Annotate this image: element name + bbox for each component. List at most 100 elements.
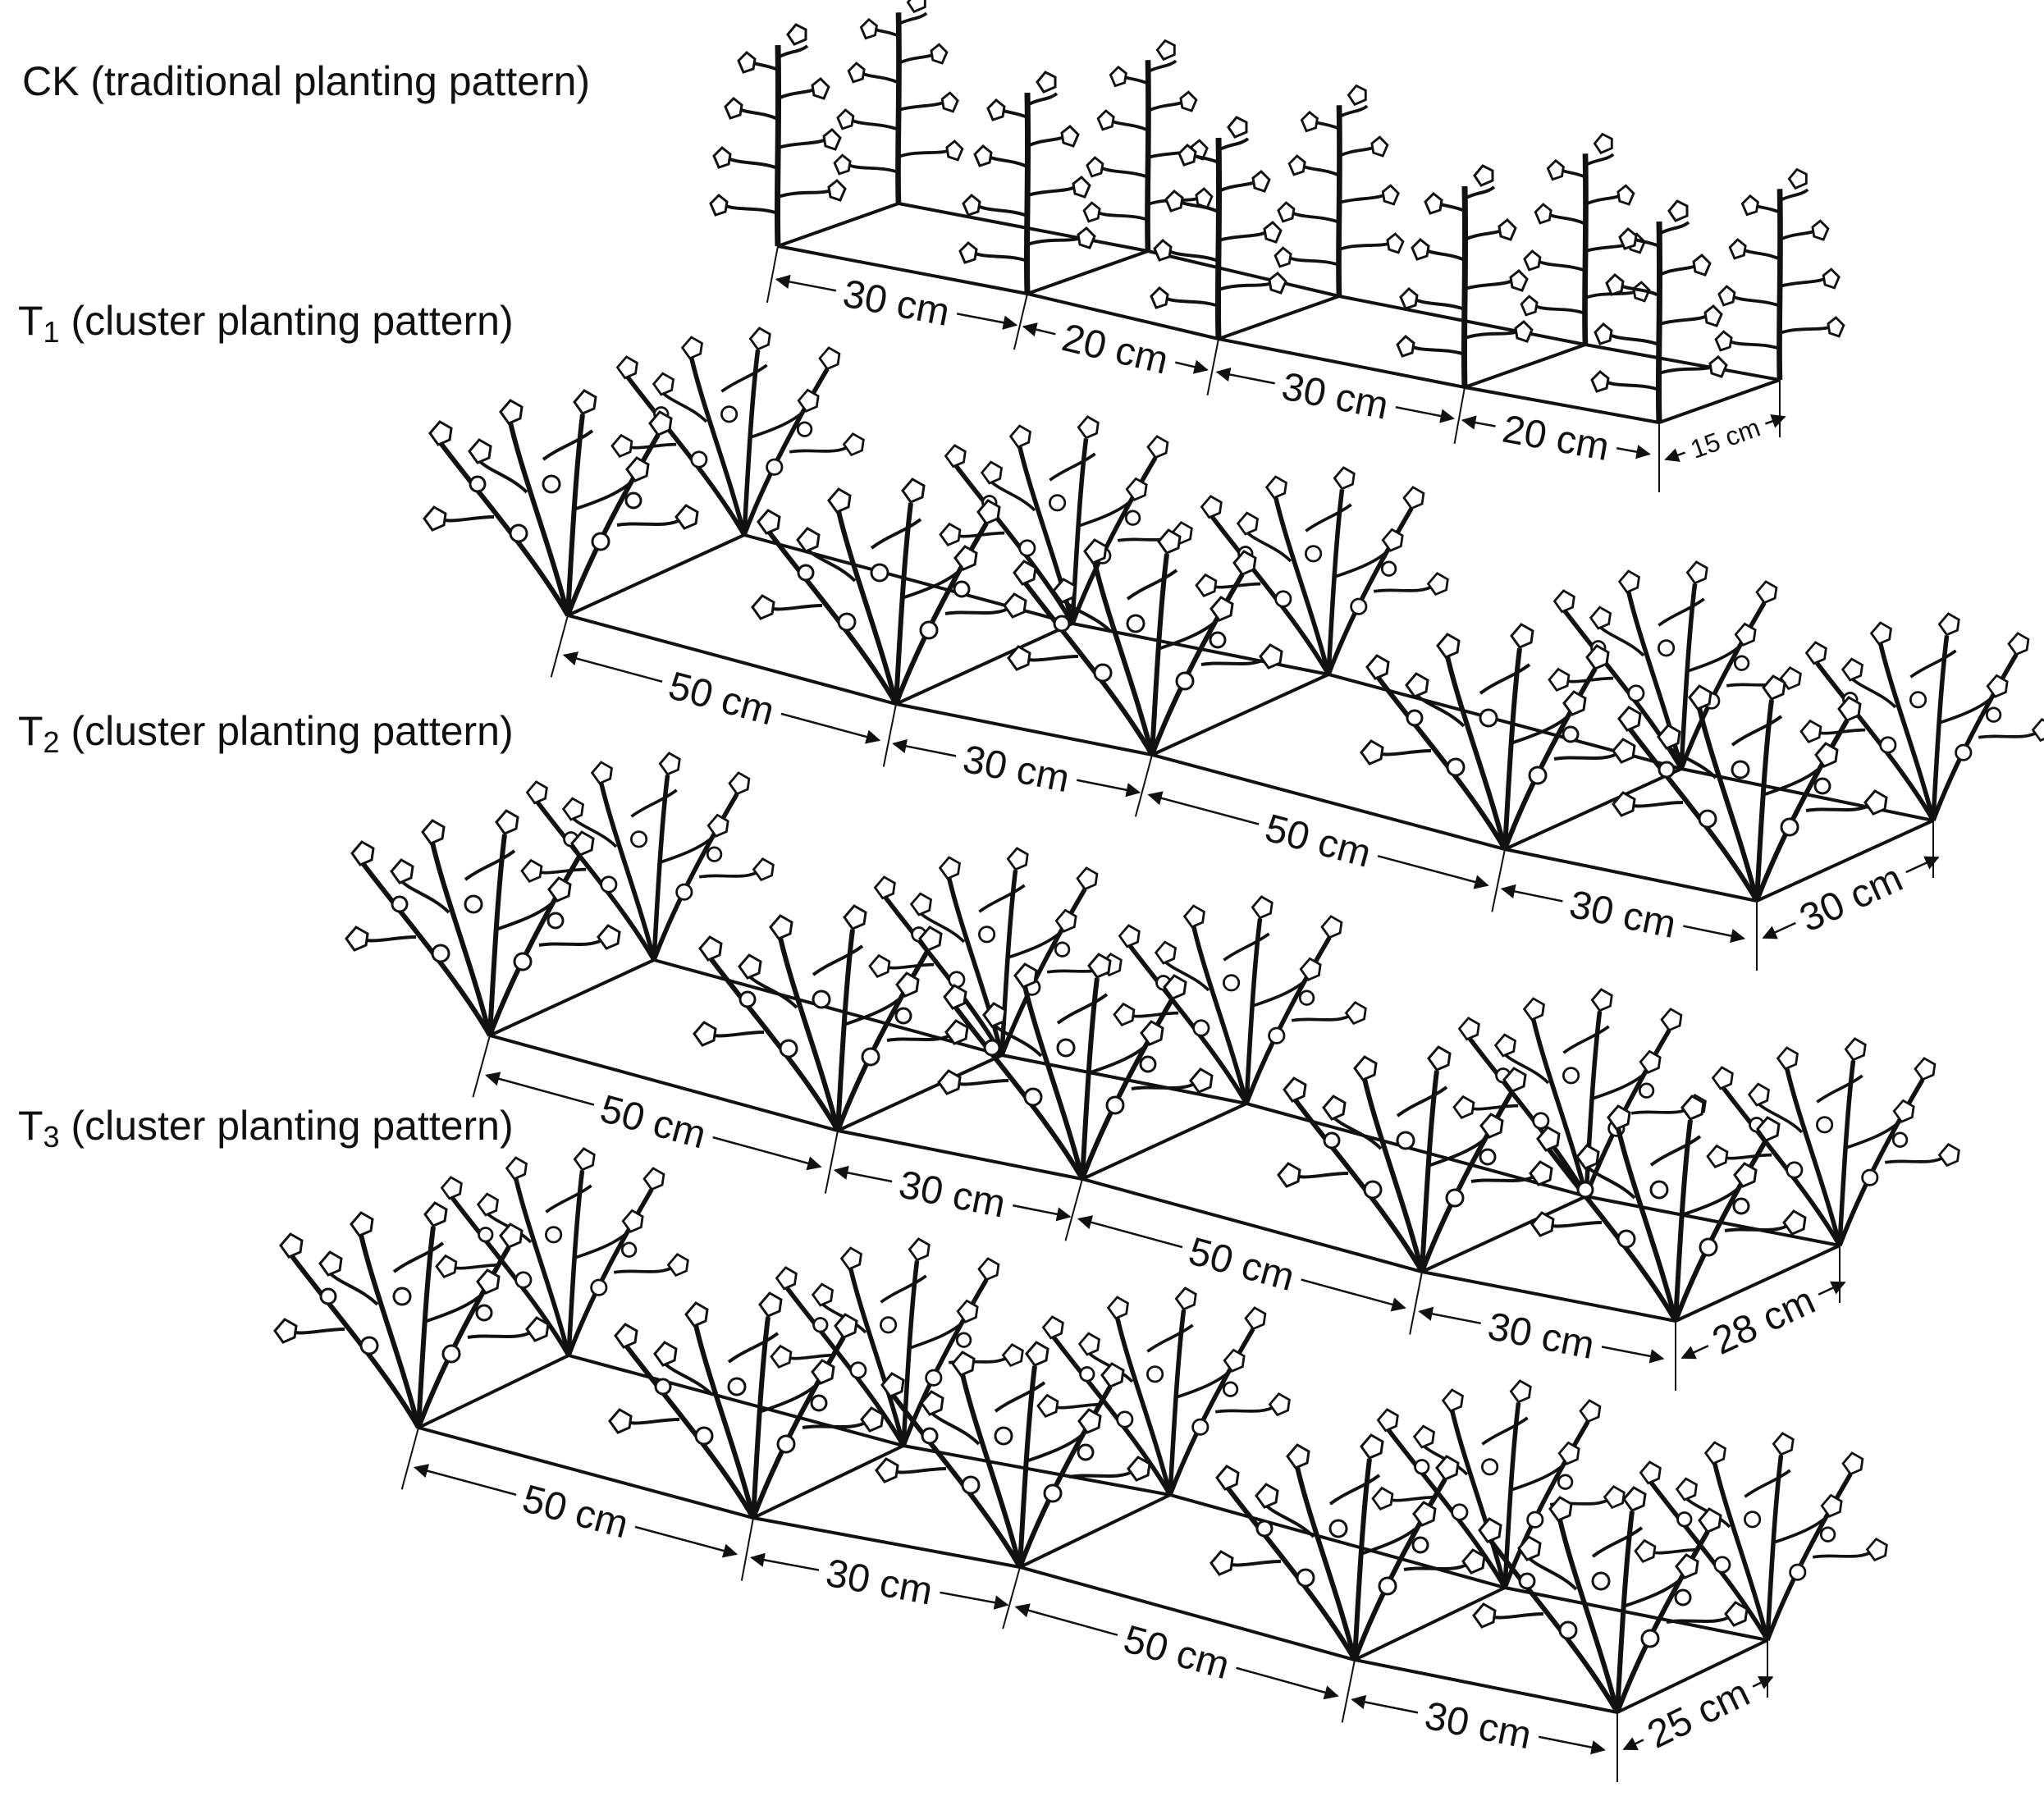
cross-tie-line bbox=[895, 622, 1073, 706]
dimension-label-bg bbox=[1049, 310, 1182, 386]
dimension-tick bbox=[550, 615, 569, 678]
upright-cotton-plant-icon bbox=[1275, 85, 1403, 296]
branched-cotton-cluster-icon bbox=[1801, 614, 2044, 820]
dimension-tick bbox=[766, 245, 779, 303]
dimension-label-bg bbox=[656, 657, 788, 738]
dimension-tick bbox=[400, 1427, 419, 1490]
dimension-label-bg bbox=[1413, 1688, 1544, 1762]
branched-cotton-cluster-icon bbox=[1114, 897, 1365, 1104]
dimension-tick bbox=[1341, 1659, 1356, 1723]
pattern-title-t3: T3 (cluster planting pattern) bbox=[18, 1103, 514, 1154]
branched-cotton-cluster-icon bbox=[1373, 1381, 1624, 1588]
upright-cotton-plant-icon bbox=[1716, 169, 1844, 380]
branched-cotton-cluster-icon bbox=[1613, 676, 1886, 901]
dimension-label-bg bbox=[887, 1157, 1018, 1230]
branched-cotton-cluster-icon bbox=[1038, 1288, 1289, 1495]
branched-cotton-cluster-icon bbox=[1211, 1435, 1484, 1660]
branched-cotton-cluster-icon bbox=[1361, 624, 1635, 849]
row-width-label: 30 cm bbox=[1794, 857, 1909, 941]
width-label-bg bbox=[1680, 409, 1771, 468]
branched-cotton-cluster-icon bbox=[771, 1239, 1022, 1446]
cross-tie-line bbox=[567, 533, 745, 617]
dimension-tick bbox=[1013, 293, 1028, 350]
branched-cotton-cluster-icon bbox=[610, 1293, 883, 1518]
back-row-line bbox=[743, 533, 1934, 822]
branched-cotton-cluster-icon bbox=[1008, 530, 1282, 755]
cross-tie-line bbox=[1081, 1102, 1247, 1181]
branched-cotton-cluster-icon bbox=[1635, 1433, 1886, 1640]
dimension-tick bbox=[1453, 386, 1466, 445]
dimension-label-bg bbox=[588, 1081, 720, 1162]
pattern-title-t1: T1 (cluster planting pattern) bbox=[18, 298, 514, 349]
upright-cotton-plant-icon bbox=[1397, 166, 1532, 387]
branched-cotton-cluster-icon bbox=[275, 1203, 548, 1428]
dimension-label-bg bbox=[1176, 1223, 1308, 1304]
dimension-label-bg bbox=[510, 1470, 642, 1551]
row-spacing-label: 30 cm bbox=[822, 1552, 935, 1614]
cross-tie-line bbox=[1019, 1493, 1171, 1569]
branched-cotton-cluster-icon bbox=[437, 1149, 688, 1355]
row-spacing-label: 30 cm bbox=[1484, 1305, 1598, 1368]
row-spacing-label: 20 cm bbox=[1499, 408, 1612, 469]
dimension-label-bg bbox=[951, 732, 1082, 805]
dimension-label-bg bbox=[1491, 401, 1621, 473]
branched-cotton-cluster-icon bbox=[1474, 1488, 1747, 1712]
cross-tie-line bbox=[1027, 249, 1149, 295]
pattern-title-t2: T2 (cluster planting pattern) bbox=[18, 708, 514, 759]
branched-cotton-cluster-icon bbox=[522, 753, 773, 960]
branched-cotton-cluster-icon bbox=[1532, 1096, 1805, 1321]
branched-cotton-cluster-icon bbox=[1278, 1047, 1552, 1272]
dimension-label-bg bbox=[831, 266, 962, 338]
upright-cotton-plant-icon bbox=[1592, 201, 1726, 423]
upright-cotton-plant-icon bbox=[1151, 117, 1286, 339]
dimension-tick bbox=[1206, 338, 1219, 395]
branched-cotton-cluster-icon bbox=[876, 1342, 1150, 1567]
row-width-label: 28 cm bbox=[1706, 1279, 1822, 1364]
dimension-tick bbox=[1491, 848, 1506, 912]
branched-cotton-cluster-icon bbox=[752, 479, 1026, 704]
branched-cotton-cluster-icon bbox=[424, 391, 697, 615]
dimension-tick bbox=[1064, 1178, 1083, 1241]
cross-tie-line bbox=[777, 202, 899, 248]
dimension-label-bg bbox=[1252, 800, 1384, 880]
dimension-tick bbox=[824, 1130, 839, 1194]
dimension-tick bbox=[1134, 754, 1153, 817]
width-label-bg bbox=[1786, 850, 1916, 945]
upright-cotton-plant-icon bbox=[960, 72, 1095, 294]
dimension-tick bbox=[882, 703, 897, 767]
upright-cotton-plant-icon bbox=[1084, 40, 1212, 251]
width-label-bg bbox=[1698, 1273, 1829, 1368]
dimension-label-bg bbox=[1476, 1299, 1607, 1371]
upright-cotton-plant-icon bbox=[711, 25, 845, 246]
cross-tie-line bbox=[752, 1444, 904, 1520]
cross-tie-line bbox=[1504, 767, 1682, 851]
cross-tie-line bbox=[1218, 295, 1340, 341]
cross-tie-line bbox=[1151, 673, 1329, 756]
dimension-tick bbox=[1002, 1566, 1021, 1629]
cross-tie-line bbox=[1354, 1586, 1506, 1661]
branched-cotton-cluster-icon bbox=[1454, 990, 1705, 1196]
branched-cotton-cluster-icon bbox=[346, 811, 620, 1035]
dimension-label-bg bbox=[1110, 1611, 1243, 1692]
branched-cotton-cluster-icon bbox=[694, 906, 967, 1131]
cross-tie-line bbox=[418, 1354, 569, 1429]
dimension-tick bbox=[472, 1035, 491, 1098]
dimension-label-bg bbox=[814, 1546, 944, 1617]
branched-cotton-cluster-icon bbox=[612, 328, 863, 535]
cross-tie-line bbox=[837, 1054, 1003, 1132]
cross-tie-line bbox=[1421, 1195, 1587, 1273]
dimension-label-bg bbox=[1269, 359, 1401, 432]
dimension-label-bg bbox=[1557, 877, 1689, 950]
branched-cotton-cluster-icon bbox=[1708, 1039, 1959, 1246]
row-spacing-label: 30 cm bbox=[839, 272, 953, 335]
row-width-label: 25 cm bbox=[1641, 1671, 1757, 1757]
cross-tie-line bbox=[489, 958, 655, 1037]
dimension-tick bbox=[1409, 1271, 1423, 1335]
branched-cotton-cluster-icon bbox=[1196, 468, 1447, 674]
